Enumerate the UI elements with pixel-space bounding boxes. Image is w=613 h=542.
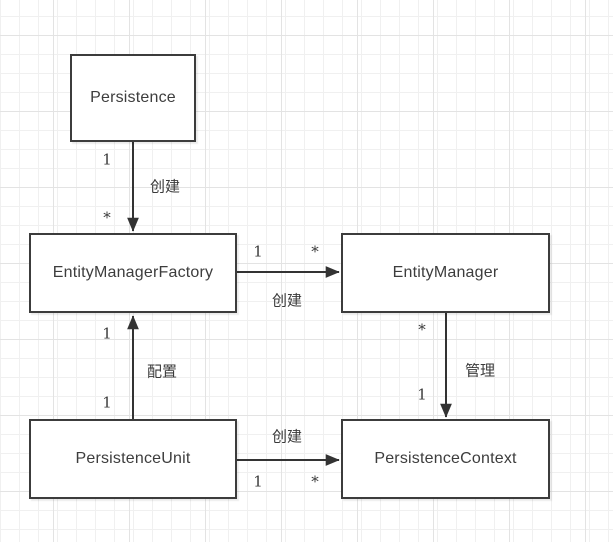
class-box-persistence-context[interactable]: PersistenceContext <box>341 419 550 499</box>
class-box-label: PersistenceContext <box>374 450 517 467</box>
edge-name-label: 管理 <box>464 362 496 380</box>
multiplicity-label: 1 <box>417 385 427 404</box>
class-box-persistence[interactable]: Persistence <box>70 54 196 142</box>
multiplicity-label: 1 <box>253 472 263 491</box>
class-box-entity-manager-factory[interactable]: EntityManagerFactory <box>29 233 237 313</box>
multiplicity-label: * <box>311 242 319 261</box>
class-box-label: EntityManager <box>392 264 499 281</box>
multiplicity-label: * <box>418 320 426 339</box>
class-box-label: PersistenceUnit <box>75 450 191 467</box>
class-box-label: EntityManagerFactory <box>52 264 214 281</box>
multiplicity-label: * <box>311 472 319 491</box>
class-box-label: Persistence <box>90 89 176 106</box>
multiplicity-label: 1 <box>102 393 112 412</box>
class-box-entity-manager[interactable]: EntityManager <box>341 233 550 313</box>
edge-name-label: 配置 <box>146 363 178 381</box>
edge-lines-layer <box>127 142 452 466</box>
multiplicity-label: 1 <box>102 324 112 343</box>
multiplicity-label: 1 <box>253 242 263 261</box>
edge-name-label: 创建 <box>271 428 303 446</box>
edge-name-label: 创建 <box>271 292 303 310</box>
edge-name-label: 创建 <box>149 178 181 196</box>
multiplicity-label: * <box>103 208 111 227</box>
class-box-persistence-unit[interactable]: PersistenceUnit <box>29 419 237 499</box>
multiplicity-label: 1 <box>102 150 112 169</box>
